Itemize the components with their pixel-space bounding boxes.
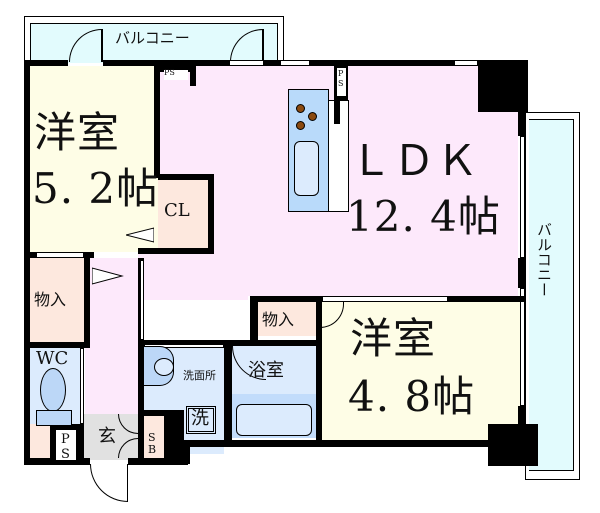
storage-2-label: 物入 — [262, 310, 295, 329]
ps-top-right-label: P — [338, 69, 344, 78]
bedroom-1-door[interactable] — [125, 226, 155, 244]
western-room-1 — [30, 66, 158, 252]
ldk-size: 12. 4帖 — [346, 192, 501, 241]
ps-top-right — [337, 68, 346, 96]
entrance-door[interactable] — [90, 464, 128, 502]
ps-top-left-label: PS — [164, 68, 175, 77]
western-room-2-size: 4. 8帖 — [348, 372, 476, 421]
storage-1-area — [30, 258, 85, 342]
ps-top-right-label: S — [338, 79, 344, 88]
ldk-name: ＬＤＫ — [350, 136, 480, 185]
ps-bottom-label: S — [61, 447, 70, 462]
ps-top-left — [164, 70, 188, 80]
washer-label: 洗 — [191, 408, 209, 429]
ps-bottom — [56, 430, 76, 460]
burner-icon — [296, 121, 305, 130]
wc-label: WC — [36, 348, 69, 369]
hallway-door[interactable] — [91, 266, 124, 286]
shoebox-label: B — [148, 443, 157, 456]
sink-icon — [294, 141, 319, 196]
closet-label: CL — [164, 200, 190, 221]
balcony-right — [525, 112, 580, 480]
storage-2-area — [258, 300, 316, 336]
balcony-right-label: バルコニー — [535, 222, 553, 297]
balcony-top-label: バルコニー — [115, 29, 190, 47]
hallway — [85, 258, 143, 418]
shoebox-area — [144, 416, 164, 460]
closet-area — [158, 178, 210, 248]
bathtub-icon — [236, 404, 312, 436]
burner-icon — [296, 104, 305, 113]
bathroom-label: 浴室 — [248, 360, 284, 381]
toilet-tank — [36, 410, 72, 426]
washer-icon — [186, 406, 216, 434]
column — [488, 424, 538, 466]
genkan-label: 玄 — [98, 426, 116, 447]
western-room-2 — [318, 302, 520, 442]
shoebox-label: S — [148, 431, 156, 444]
toilet-icon — [40, 368, 66, 412]
washroom-label: 洗面所 — [183, 369, 216, 382]
western-room-1-name: 洋室 — [34, 108, 121, 157]
storage-1-label: 物入 — [34, 290, 67, 309]
ps-bottom-label: P — [61, 432, 70, 447]
western-room-1-size: 5. 2帖 — [32, 164, 160, 213]
burner-icon — [308, 112, 317, 121]
western-room-2-name: 洋室 — [350, 314, 437, 363]
